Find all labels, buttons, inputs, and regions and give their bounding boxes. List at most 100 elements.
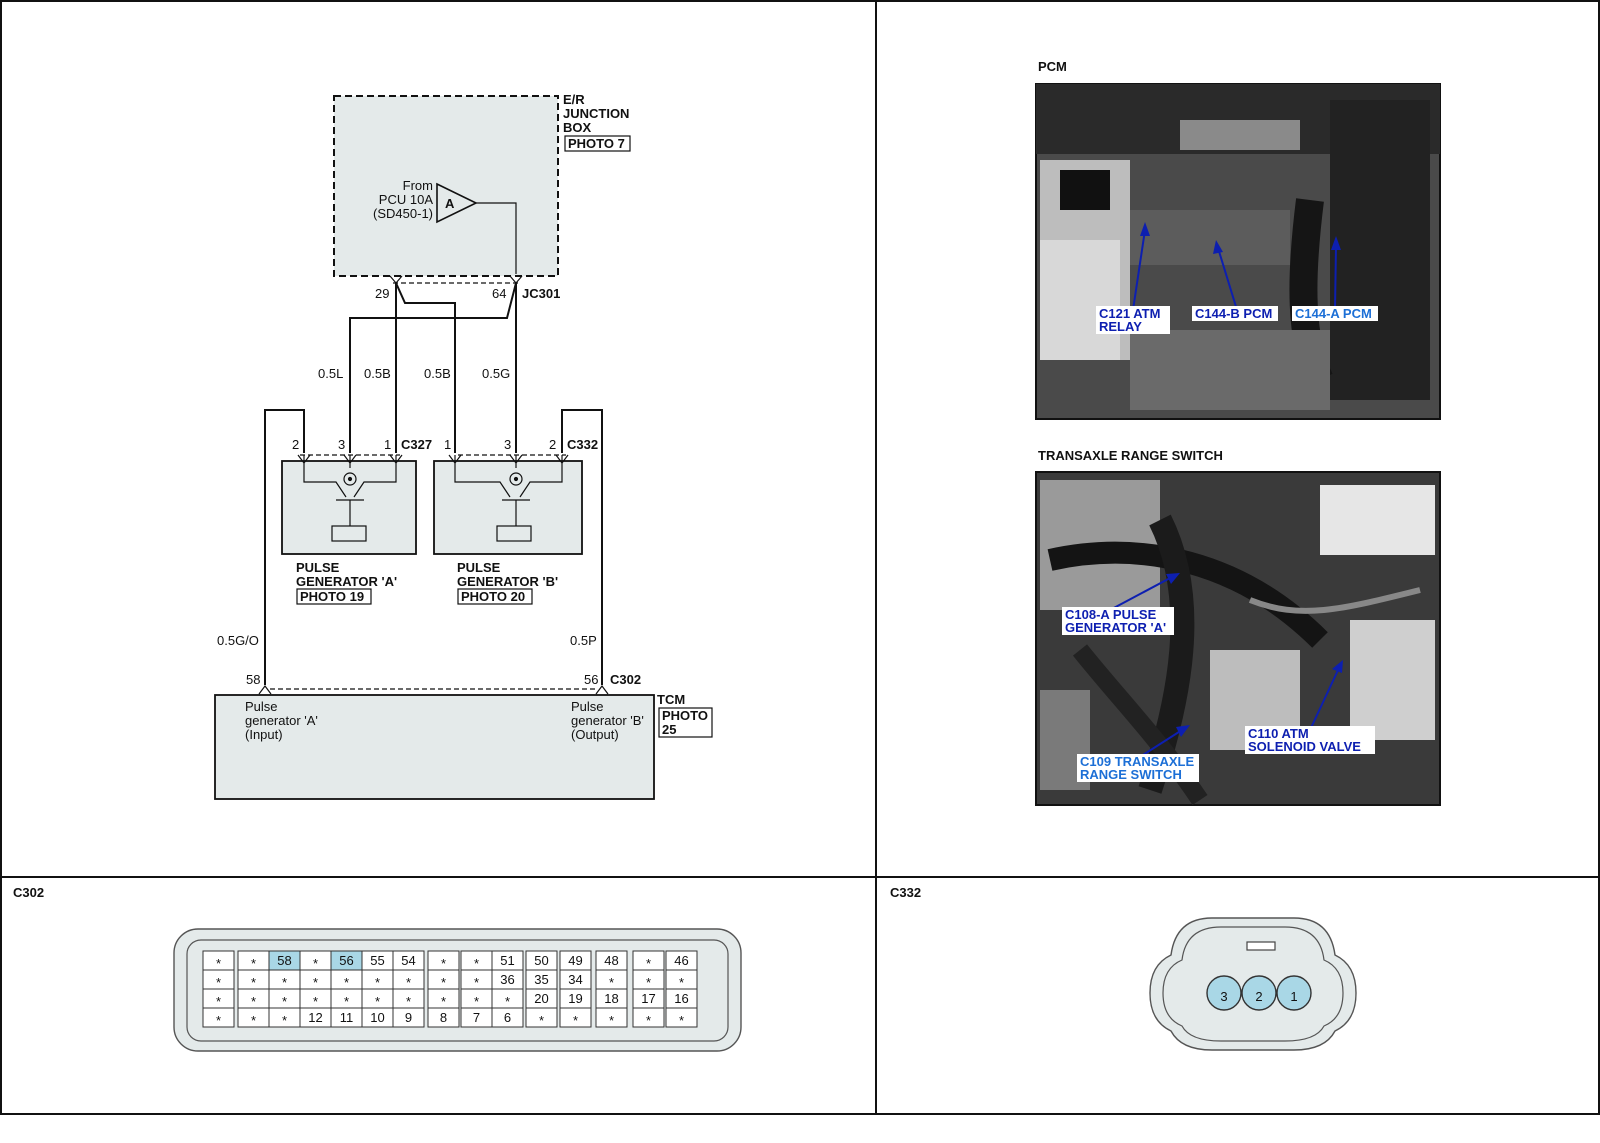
c302-pin-label: *: [441, 956, 446, 971]
callout-c121-1: C121 ATM: [1099, 306, 1160, 321]
c302-pin-label: 16: [674, 991, 688, 1006]
c302-pin-label: *: [344, 975, 349, 990]
pulse-generator-b-photo-ref[interactable]: PHOTO 20: [461, 589, 525, 604]
c302-pin-label: 46: [674, 953, 688, 968]
c332-pins: 3 2 1: [1206, 975, 1312, 1011]
callout-c108a-1: C108-A PULSE: [1065, 607, 1157, 622]
pcm-photo-panel: PCM C121 ATM RELAY C144-B PCM: [1035, 59, 1441, 420]
c302-pin-label: *: [282, 975, 287, 990]
tcm-photo-ref-1[interactable]: PHOTO: [662, 708, 708, 723]
tcm-label-b-3: (Output): [571, 727, 619, 742]
c302-pin-label: *: [375, 975, 380, 990]
c302-pin-label: *: [375, 994, 380, 1009]
tcm-title: TCM: [657, 692, 685, 707]
c302-pin-label: *: [573, 1013, 578, 1028]
callout-c144a: C144-A PCM: [1295, 306, 1372, 321]
c302-pin-cell: [392, 1007, 425, 1028]
trs-photo-panel: TRANSAXLE RANGE SWITCH C108-A PULSE GENE: [1035, 448, 1441, 806]
source-line-3: (SD450-1): [373, 206, 433, 221]
jc301-label: JC301: [522, 286, 560, 301]
c302-pin-label: 56: [339, 953, 353, 968]
c332-pin-view-1: 1: [1290, 989, 1297, 1004]
c302-pin-label: *: [406, 975, 411, 990]
c302-pin-label: *: [251, 994, 256, 1009]
pulse-generator-a-label-1: PULSE: [296, 560, 340, 575]
callout-c110-2: SOLENOID VALVE: [1248, 739, 1361, 754]
pcm-callouts: C121 ATM RELAY C144-B PCM C144-A PCM: [1096, 222, 1378, 334]
schematic: E/R JUNCTION BOX PHOTO 7 From PCU 10A (S…: [214, 92, 713, 800]
c332-pin-3: 3: [504, 437, 511, 452]
c302-pin-label: 19: [568, 991, 582, 1006]
tcm-pin-58: 58: [246, 672, 260, 687]
c302-pin-cell: [525, 1007, 558, 1028]
tcm-label-a-2: generator 'A': [245, 713, 318, 728]
pcm-photo[interactable]: [1035, 83, 1441, 420]
trs-callouts: C108-A PULSE GENERATOR 'A' C109 TRANSAXL…: [1062, 573, 1375, 782]
junction-box-photo-ref[interactable]: PHOTO 7: [568, 136, 625, 151]
tcm-label-a-1: Pulse: [245, 699, 278, 714]
source-line-2: PCU 10A: [379, 192, 434, 207]
c302-pin-label: *: [609, 975, 614, 990]
pulse-generator-a-symbol: [297, 454, 403, 542]
pulse-generator-a-photo-ref[interactable]: PHOTO 19: [300, 589, 364, 604]
c327-pin-3: 3: [338, 437, 345, 452]
c302-pin-label: 51: [500, 953, 514, 968]
c302-pin-label: *: [313, 994, 318, 1009]
c332-latch: [1246, 941, 1276, 951]
pulse-generator-b-label-2: GENERATOR 'B': [457, 574, 558, 589]
c302-pin-label: 48: [604, 953, 618, 968]
tcm-label-b-1: Pulse: [571, 699, 604, 714]
pcm-photo-title: PCM: [1038, 59, 1067, 74]
c302-pin-label: 20: [534, 991, 548, 1006]
c302-pin-label: *: [216, 994, 221, 1009]
tcm-photo-ref-2[interactable]: 25: [662, 722, 676, 737]
callout-c110-1: C110 ATM: [1248, 726, 1309, 741]
c302-pin-cell: [559, 1007, 592, 1028]
c302-pin-label: 34: [568, 972, 582, 987]
c302-pin-label: 11: [340, 1010, 354, 1025]
c302-label: C302: [610, 672, 641, 687]
c327-label: C327: [401, 437, 432, 452]
callout-c108a-2: GENERATOR 'A': [1065, 620, 1166, 635]
callout-c109-1: C109 TRANSAXLE: [1080, 754, 1194, 769]
c302-pin-label: *: [441, 994, 446, 1009]
c332-pin-2: 2: [549, 437, 556, 452]
tcm-label-b-2: generator 'B': [571, 713, 644, 728]
wire-label-0-5p: 0.5P: [570, 633, 597, 648]
c302-view-title: C302: [13, 885, 44, 900]
c302-pin-label: *: [679, 975, 684, 990]
c327-pin-1: 1: [384, 437, 391, 452]
c302-pin-label: *: [216, 1013, 221, 1028]
c302-pin-label: *: [251, 1013, 256, 1028]
jc301-pin-29: 29: [375, 286, 389, 301]
c302-pin-label: 10: [370, 1010, 384, 1025]
c302-pin-label: *: [474, 956, 479, 971]
c302-pin-label: *: [646, 956, 651, 971]
c302-pin-cell: [427, 1007, 460, 1028]
c332-view-title: C332: [890, 885, 921, 900]
c302-pin-label: *: [216, 975, 221, 990]
wire-label-0-5l: 0.5L: [318, 366, 343, 381]
c332-label: C332: [567, 437, 598, 452]
c302-pin-label: *: [251, 975, 256, 990]
c302-pin-label: 6: [504, 1010, 511, 1025]
c302-pin-label: 36: [500, 972, 514, 987]
c302-pin-label: *: [216, 956, 221, 971]
wire-label-0-5b-b: 0.5B: [424, 366, 451, 381]
c302-pin-label: *: [679, 1013, 684, 1028]
c302-pin-label: 54: [401, 953, 415, 968]
c302-pin-label: 49: [568, 953, 582, 968]
callout-c144b: C144-B PCM: [1195, 306, 1272, 321]
c302-pin-label: 9: [405, 1010, 412, 1025]
callout-c109-2: RANGE SWITCH: [1080, 767, 1182, 782]
c302-pin-label: 35: [534, 972, 548, 987]
c302-pin-label: 18: [604, 991, 618, 1006]
c302-pin-label: *: [646, 975, 651, 990]
junction-box-label-2: JUNCTION: [563, 106, 629, 121]
trs-photo[interactable]: [1035, 471, 1441, 806]
pulse-generator-a-label-2: GENERATOR 'A': [296, 574, 397, 589]
c302-pin-label: *: [539, 1013, 544, 1028]
c302-pin-label: *: [609, 1013, 614, 1028]
